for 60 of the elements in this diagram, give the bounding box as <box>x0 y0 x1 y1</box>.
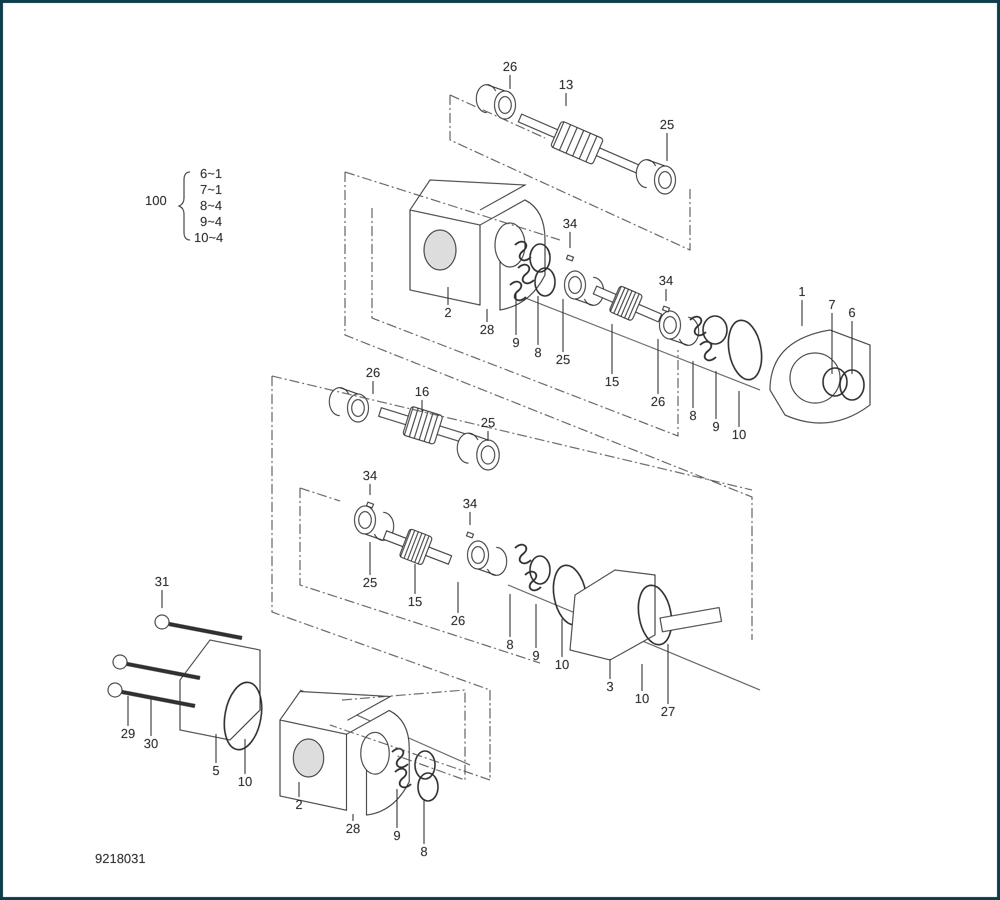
callout-number: 9 <box>531 648 541 664</box>
quantity-note: 8~4 <box>200 198 222 214</box>
callout-number: 10 <box>730 427 748 443</box>
callout-number: 26 <box>364 365 382 381</box>
leader-line <box>738 390 740 428</box>
callout-number: 6 <box>847 305 857 321</box>
callout-number: 10 <box>554 657 570 673</box>
callout-number: 25 <box>554 352 572 368</box>
callout-number: 25 <box>362 575 378 591</box>
callout-number: 10 <box>634 691 650 707</box>
callout-number: 9 <box>711 419 721 435</box>
callout-number: 13 <box>558 77 574 93</box>
callout-number: 2 <box>294 797 304 813</box>
leader-line <box>666 132 668 162</box>
callout-number: 26 <box>450 613 466 629</box>
callout-number: 16 <box>414 384 430 400</box>
callout-number: 34 <box>562 216 578 232</box>
callout-number: 8 <box>419 844 429 860</box>
callout-number: 26 <box>502 59 518 75</box>
quantity-note: 10~4 <box>194 230 224 246</box>
callout-number: 34 <box>362 468 378 484</box>
quantity-note: 9~4 <box>200 214 222 230</box>
leader-line <box>372 380 374 394</box>
callout-number: 29 <box>120 726 136 742</box>
callout-number: 9 <box>511 335 521 351</box>
callout-number: 8 <box>688 408 698 424</box>
leader-line <box>396 788 398 828</box>
callout-number: 28 <box>344 821 362 837</box>
leader-line <box>562 298 564 352</box>
callout-number: 8 <box>505 637 515 653</box>
callout-number: 30 <box>142 736 160 752</box>
callout-number: 9 <box>392 828 402 844</box>
leader-line <box>150 698 152 736</box>
callout-number: 5 <box>211 763 221 779</box>
callout-number: 7 <box>827 297 837 313</box>
callout-number: 1 <box>797 284 807 300</box>
assembly-number: 100 <box>145 193 167 209</box>
callout-number: 25 <box>658 117 676 133</box>
callout-number: 34 <box>658 273 674 289</box>
leader-line <box>414 564 416 594</box>
callout-number: 15 <box>604 374 620 390</box>
callout-number: 28 <box>478 322 496 338</box>
leader-line <box>352 814 354 822</box>
callout-number: 3 <box>605 679 615 695</box>
callout-number: 10 <box>236 774 254 790</box>
leader-line <box>244 738 246 774</box>
leader-line <box>692 360 694 408</box>
callout-number: 31 <box>154 574 170 590</box>
callout-number: 27 <box>660 704 676 720</box>
callout-number: 15 <box>406 594 424 610</box>
quantity-note: 6~1 <box>200 166 222 182</box>
callout-number: 2 <box>443 305 453 321</box>
drawing-number: 9218031 <box>95 851 146 867</box>
callout-number: 25 <box>480 415 496 431</box>
quantity-note: 7~1 <box>200 182 222 198</box>
callout-number: 8 <box>533 345 543 361</box>
leader-line <box>486 308 488 322</box>
leader-line <box>298 782 300 798</box>
callout-number: 34 <box>462 496 478 512</box>
callout-number: 26 <box>650 394 666 410</box>
